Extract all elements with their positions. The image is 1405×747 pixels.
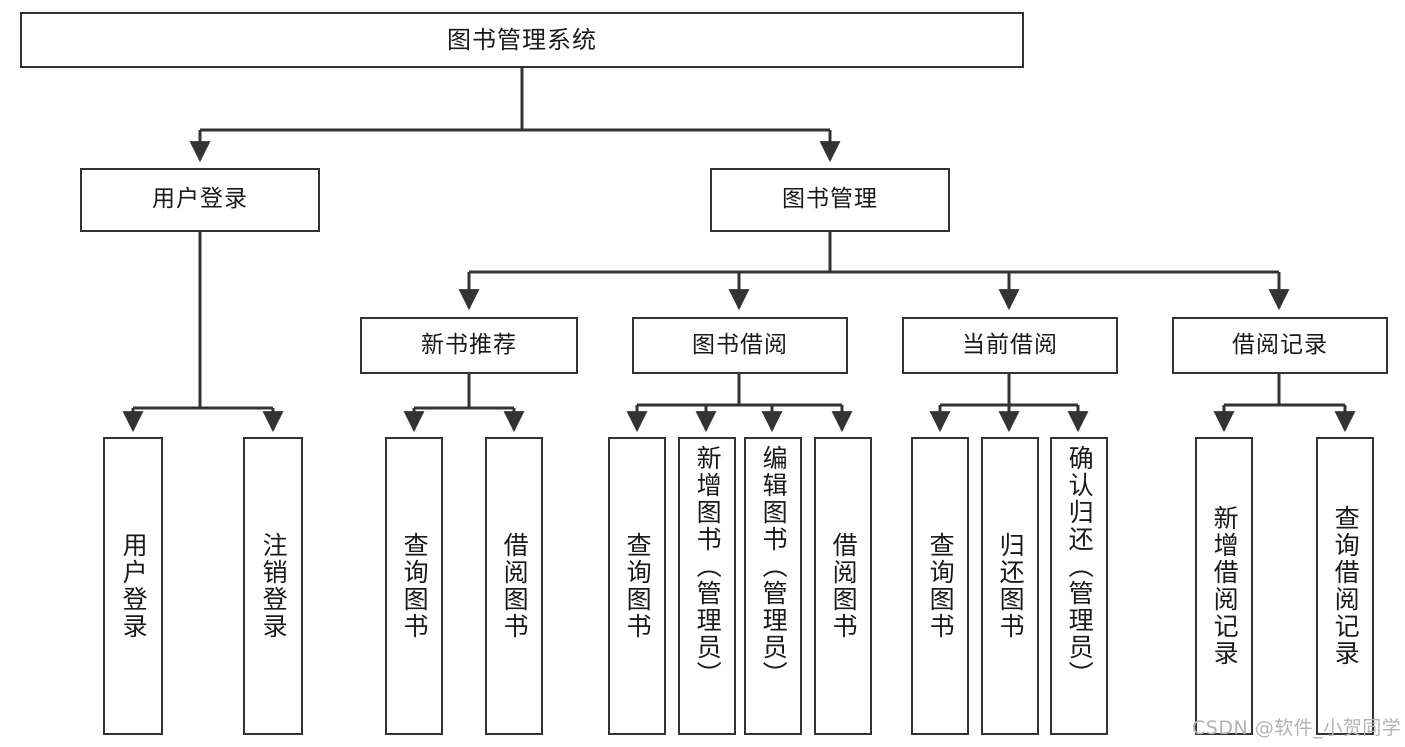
leaf-borrow-borrow-book[interactable]: 借阅图书 [814, 437, 872, 735]
node-label: 注销登录 [259, 532, 289, 640]
node-label: 新增借阅记录 [1210, 505, 1240, 667]
leaf-record-query-record[interactable]: 查询借阅记录 [1316, 437, 1374, 735]
leaf-borrow-edit-book-admin[interactable]: 编辑图书（管理员） [744, 437, 802, 735]
leaf-user-login-logout[interactable]: 注销登录 [243, 437, 303, 735]
node-label: 当前借阅 [962, 331, 1058, 358]
node-user-login[interactable]: 用户登录 [80, 168, 320, 232]
node-label: 借阅图书 [829, 532, 859, 640]
leaf-current-confirm-return-admin[interactable]: 确认归还（管理员） [1050, 437, 1108, 735]
node-label: 图书借阅 [692, 331, 788, 358]
leaf-recommend-query-book[interactable]: 查询图书 [385, 437, 443, 735]
leaf-borrow-add-book-admin[interactable]: 新增图书（管理员） [678, 437, 736, 735]
node-label: 借阅图书 [500, 532, 530, 640]
node-root-system[interactable]: 图书管理系统 [20, 12, 1024, 68]
node-label: 归还图书 [996, 532, 1026, 640]
node-label: 查询借阅记录 [1331, 505, 1361, 667]
node-borrow-record[interactable]: 借阅记录 [1172, 317, 1388, 374]
node-book-management[interactable]: 图书管理 [710, 168, 950, 232]
node-label: 用户登录 [119, 532, 149, 640]
leaf-recommend-borrow-book[interactable]: 借阅图书 [485, 437, 543, 735]
node-label: 新书推荐 [421, 331, 517, 358]
node-label: 查询图书 [400, 532, 430, 640]
leaf-user-login-login[interactable]: 用户登录 [103, 437, 163, 735]
leaf-borrow-query-book[interactable]: 查询图书 [608, 437, 666, 735]
node-label: 编辑图书（管理员） [759, 445, 789, 688]
node-new-book-recommend[interactable]: 新书推荐 [360, 317, 578, 374]
watermark-text: CSDN @软件_小贺同学 [1192, 717, 1402, 739]
leaf-current-return-book[interactable]: 归还图书 [981, 437, 1039, 735]
node-label: 新增图书（管理员） [693, 445, 723, 688]
node-label: 确认归还（管理员） [1065, 445, 1095, 688]
node-label: 用户登录 [152, 186, 248, 213]
leaf-current-query-book[interactable]: 查询图书 [911, 437, 969, 735]
node-current-borrow[interactable]: 当前借阅 [902, 317, 1118, 374]
node-label: 查询图书 [623, 532, 653, 640]
node-label: 图书管理系统 [447, 25, 597, 54]
node-label: 图书管理 [782, 186, 878, 213]
node-label: 借阅记录 [1232, 331, 1328, 358]
leaf-record-add-record[interactable]: 新增借阅记录 [1195, 437, 1253, 735]
node-label: 查询图书 [926, 532, 956, 640]
node-book-borrow[interactable]: 图书借阅 [632, 317, 848, 374]
